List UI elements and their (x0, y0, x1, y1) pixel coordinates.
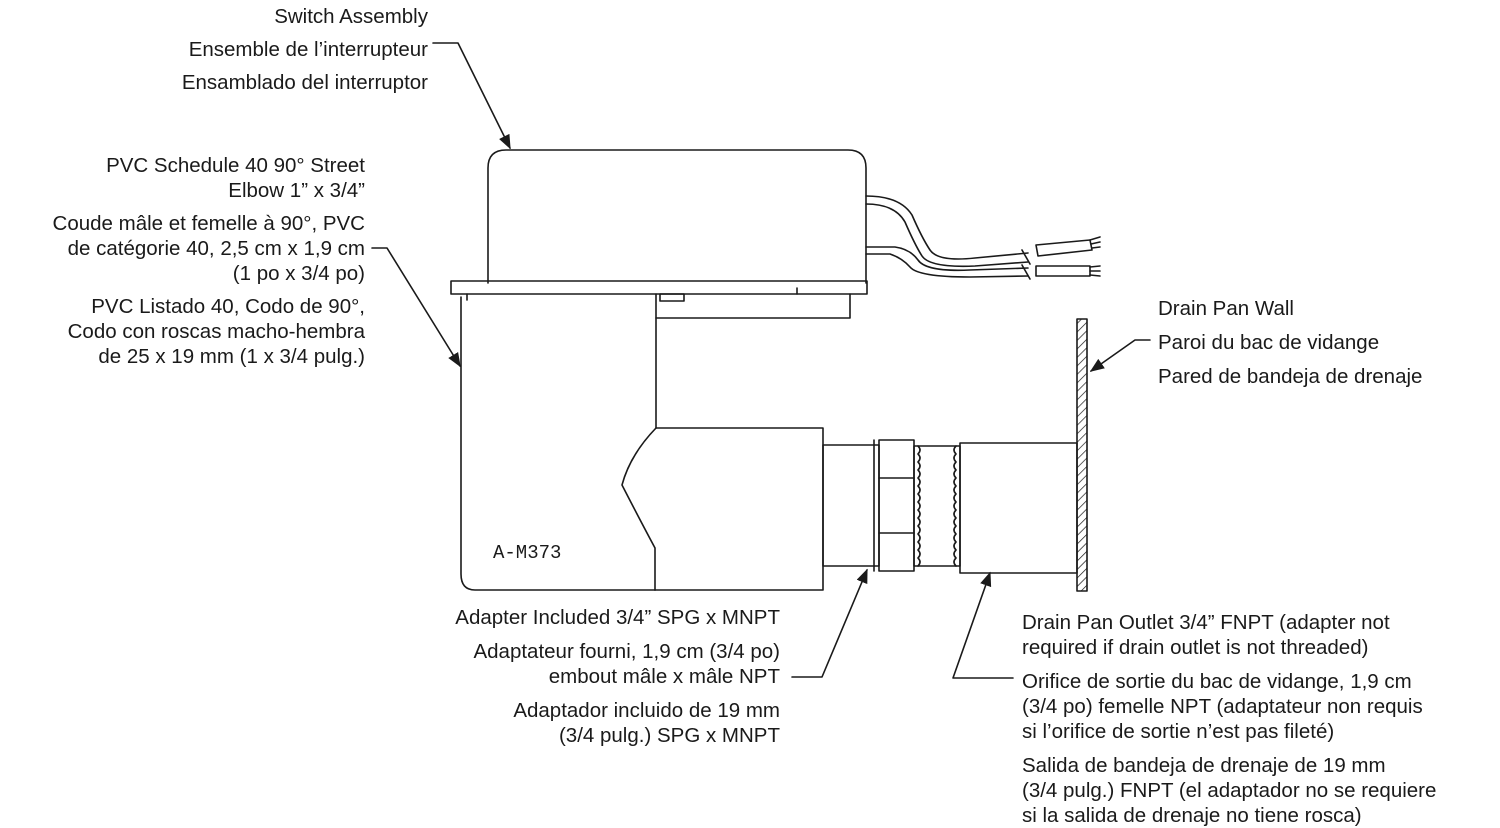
elbow-fr-3: (1 po x 3/4 po) (232, 262, 365, 285)
drain-pan-wall-es: Pared de bandeja de drenaje (1158, 365, 1423, 388)
elbow-en-2: Elbow 1” x 3/4” (228, 179, 365, 202)
outlet-fr-1: Orifice de sortie du bac de vidange, 1,9… (1022, 670, 1412, 693)
elbow-es-2: Codo con roscas macho-hembra (67, 320, 365, 343)
part-code-label: A-M373 (493, 542, 562, 564)
elbow-fr-2: de catégorie 40, 2,5 cm x 1,9 cm (67, 237, 365, 260)
adapter-fr-1: Adaptateur fourni, 1,9 cm (3/4 po) (473, 640, 780, 663)
outlet-es-1: Salida de bandeja de drenaje de 19 mm (1022, 754, 1386, 777)
leader-switch-assembly (432, 42, 511, 150)
outlet-fr-3: si l’orifice de sortie n’est pas fileté) (1022, 720, 1335, 743)
adapter-threads (913, 445, 961, 567)
drain-pan-wall-en: Drain Pan Wall (1158, 297, 1294, 320)
switch-assembly-label: Switch Assembly Ensemble de l’interrupte… (182, 0, 428, 99)
elbow-es-1: PVC Listado 40, Codo de 90°, (91, 295, 365, 318)
elbow-fr-1: Coude mâle et femelle à 90°, PVC (52, 212, 365, 235)
leader-outlet (952, 571, 1014, 679)
lead-wires (865, 195, 1101, 280)
switch-assembly-en: Switch Assembly (274, 5, 428, 28)
outlet-fr-2: (3/4 po) femelle NPT (adaptateur non req… (1022, 695, 1423, 718)
adapter-es-1: Adaptador incluido de 19 mm (513, 699, 780, 722)
switch-housing (487, 149, 867, 284)
switch-assembly-fr: Ensemble de l’interrupteur (188, 38, 428, 61)
drain-pan-wall-fr: Paroi du bac de vidange (1158, 331, 1380, 354)
drain-pan-wall (1076, 318, 1088, 592)
switch-lower-body (655, 293, 851, 319)
adapter-en: Adapter Included 3/4” SPG x MNPT (455, 606, 780, 629)
adapter-es-2: (3/4 pulg.) SPG x MNPT (558, 724, 780, 747)
elbow-en-1: PVC Schedule 40 90° Street (106, 154, 365, 177)
outlet-en-2: required if drain outlet is not threaded… (1022, 636, 1369, 659)
outlet-es-3: si la salida de drenaje no tiene rosca) (1022, 804, 1362, 827)
elbow-es-3: de 25 x 19 mm (1 x 3/4 pulg.) (98, 345, 365, 368)
adapter-label: Adapter Included 3/4” SPG x MNPT Adaptat… (455, 605, 780, 748)
drain-pan-wall-label: Drain Pan Wall Paroi du bac de vidange P… (1158, 292, 1422, 394)
leader-adapter (791, 568, 868, 678)
adapter-nut (822, 439, 915, 572)
leader-drain-pan-wall (1089, 339, 1151, 372)
elbow-label: PVC Schedule 40 90° Street Elbow 1” x 3/… (53, 153, 365, 369)
adapter-fr-2: embout mâle x mâle NPT (548, 665, 780, 688)
outlet-label: Drain Pan Outlet 3/4” FNPT (adapter not … (1022, 610, 1436, 828)
switch-flange (450, 280, 868, 295)
outlet-es-2: (3/4 pulg.) FNPT (el adaptador no se req… (1022, 779, 1437, 802)
leader-elbow (371, 247, 461, 368)
drain-pan-outlet (959, 442, 1078, 574)
outlet-en-1: Drain Pan Outlet 3/4” FNPT (adapter not (1022, 611, 1390, 634)
switch-assembly-es: Ensamblado del interruptor (181, 71, 428, 94)
